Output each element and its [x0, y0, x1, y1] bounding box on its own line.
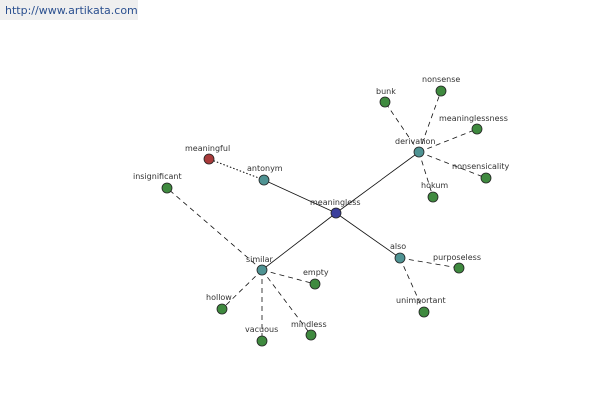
- label-meaningful: meaningful: [185, 144, 230, 153]
- node-nonsensicality[interactable]: [480, 172, 492, 184]
- label-hokum: hokum: [421, 181, 448, 190]
- node-bunk[interactable]: [379, 96, 391, 108]
- node-meaninglessness[interactable]: [471, 123, 483, 135]
- edge-derivation-meaninglessness: [418, 128, 478, 153]
- edge-also-unimportant: [399, 257, 425, 313]
- label-vacuous: vacuous: [245, 325, 278, 334]
- edge-derivation-hokum: [418, 151, 434, 198]
- node-hollow[interactable]: [216, 303, 228, 315]
- node-nonsense[interactable]: [435, 85, 447, 97]
- label-derivation: derivation: [395, 137, 435, 146]
- node-similar[interactable]: [256, 264, 268, 276]
- label-mindless: mindless: [291, 320, 327, 329]
- graph-edges: [166, 90, 487, 341]
- label-purposeless: purposeless: [433, 253, 481, 262]
- graph-labels: meaningless antonym meaningful derivatio…: [133, 75, 509, 334]
- edge-similar-hollow: [221, 269, 263, 310]
- edge-meaningless-antonym: [263, 179, 337, 214]
- label-unimportant: unimportant: [396, 296, 446, 305]
- site-url-link[interactable]: http://www.artikata.com: [0, 0, 138, 20]
- label-meaningless: meaningless: [310, 198, 361, 207]
- edge-meaningless-derivation: [335, 151, 420, 214]
- label-also: also: [390, 242, 406, 251]
- node-derivation[interactable]: [413, 146, 425, 158]
- node-insignificant[interactable]: [161, 182, 173, 194]
- node-meaningful[interactable]: [203, 153, 215, 165]
- node-vacuous[interactable]: [256, 335, 268, 347]
- node-unimportant[interactable]: [418, 306, 430, 318]
- edge-antonym-meaningful: [208, 158, 265, 181]
- edge-derivation-nonsensicality: [418, 151, 487, 179]
- label-bunk: bunk: [376, 87, 396, 96]
- label-meaninglessness: meaninglessness: [439, 114, 508, 123]
- node-antonym[interactable]: [258, 174, 270, 186]
- graph-nodes: [161, 85, 492, 347]
- label-nonsense: nonsense: [422, 75, 460, 84]
- node-hokum[interactable]: [427, 191, 439, 203]
- node-empty[interactable]: [309, 278, 321, 290]
- label-antonym: antonym: [247, 164, 283, 173]
- label-insignificant: insignificant: [133, 172, 182, 181]
- edge-similar-mindless: [261, 269, 312, 336]
- edge-derivation-bunk: [384, 101, 420, 153]
- node-meaningless[interactable]: [330, 207, 342, 219]
- label-similar: similar: [246, 255, 274, 264]
- edge-meaningless-also: [335, 212, 401, 259]
- edge-derivation-nonsense: [418, 90, 442, 153]
- edge-also-purposeless: [399, 257, 460, 269]
- edge-similar-insignificant: [166, 187, 263, 271]
- node-mindless[interactable]: [305, 329, 317, 341]
- label-nonsensicality: nonsensicality: [452, 162, 509, 171]
- node-purposeless[interactable]: [453, 262, 465, 274]
- node-also[interactable]: [394, 252, 406, 264]
- label-empty: empty: [303, 268, 329, 277]
- edge-meaningless-similar: [261, 212, 337, 271]
- label-hollow: hollow: [206, 293, 232, 302]
- edge-similar-empty: [261, 269, 316, 285]
